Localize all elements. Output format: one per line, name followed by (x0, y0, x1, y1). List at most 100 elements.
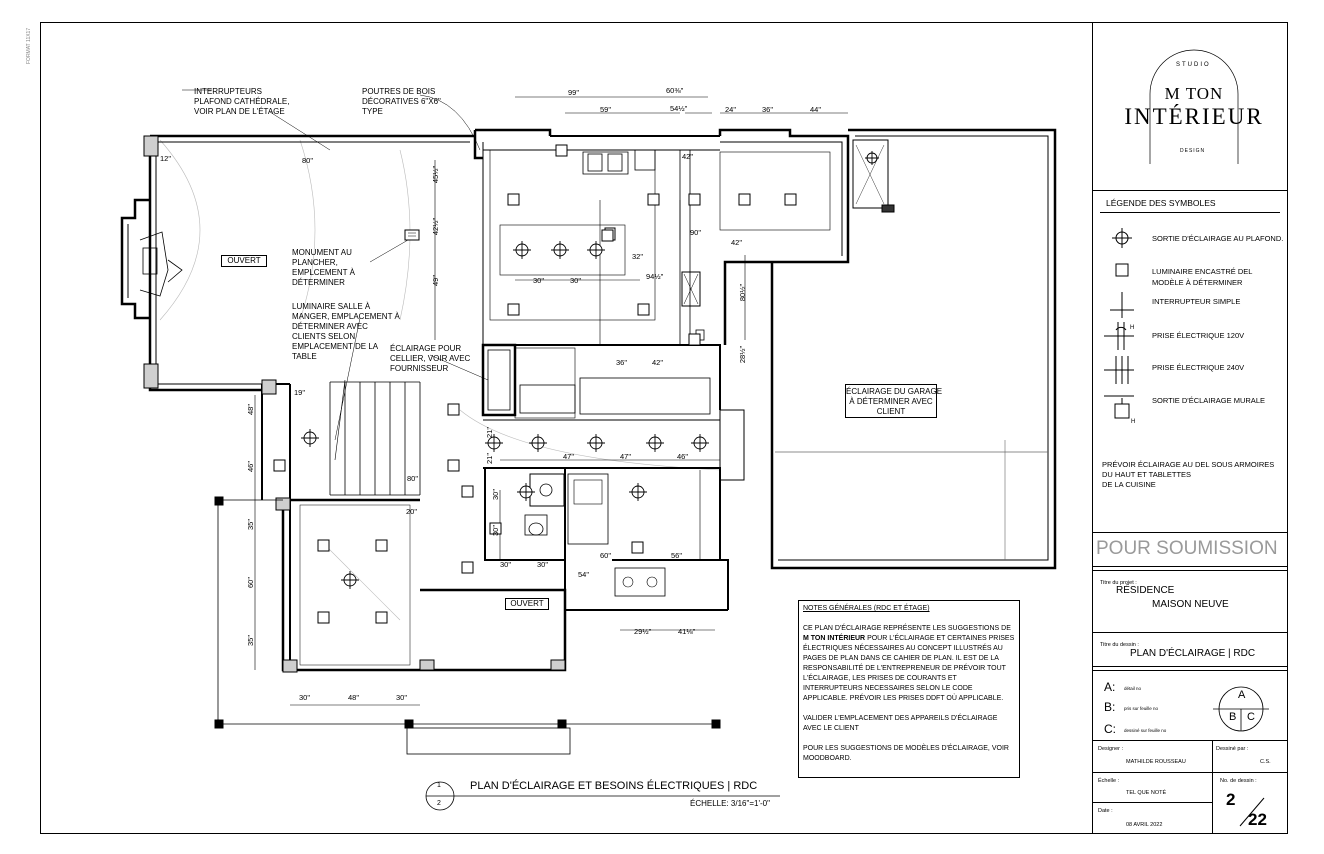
plan-scale: ÉCHELLE: 3/16"=1'-0" (690, 799, 770, 808)
svg-text:H: H (1131, 419, 1135, 425)
general-notes-box: NOTES GÉNÉRALES (RDC ET ÉTAGE) CE PLAN D… (798, 600, 1020, 778)
notes-para-1: CE PLAN D'ÉCLAIRAGE REPRÉSENTE LES SUGGE… (803, 625, 1015, 702)
dimension-label: 30" (570, 276, 582, 285)
label-ouvert-entry: OUVERT (505, 598, 549, 610)
dimension-label: 36" (616, 358, 628, 367)
dimension-label: 48" (246, 403, 256, 416)
date-label: Date : (1098, 808, 1113, 814)
dimension-label: 36" (762, 105, 774, 114)
legend-label-ceiling: SORTIE D'ÉCLAIRAGE AU PLAFOND. (1152, 234, 1284, 243)
dimension-label: 59" (600, 105, 612, 114)
plan-callout-bottom: 2 (437, 800, 441, 807)
section-key-icon (1213, 686, 1269, 732)
dimension-label: 24" (725, 105, 737, 114)
logo-studio: STUDIO (1176, 62, 1211, 68)
outlet-120v-icon (1104, 322, 1134, 350)
logo-design: DESIGN (1180, 148, 1206, 154)
dimension-label: 42" (652, 358, 664, 367)
key-b-text: pris sur feuille no (1124, 706, 1159, 711)
dimension-label: 80" (407, 474, 419, 483)
legend-note: PRÉVOIR ÉCLAIRAGE AU DEL SOUS ARMOIRES D… (1102, 460, 1275, 489)
dimension-label: 56" (671, 551, 683, 560)
notes-para-2: VALIDER L'EMPLACEMENT DES APPAREILS D'ÉC… (803, 715, 998, 732)
dimension-label: 49" (431, 274, 441, 287)
logo-line1: M TON (1164, 84, 1224, 103)
key-c-text: dessiné sur feuille no (1124, 728, 1167, 733)
dimension-label: 60" (600, 551, 612, 560)
scale-value: TEL QUE NOTÉ (1126, 790, 1167, 796)
dimension-label: 45½" (431, 165, 441, 184)
floor-plan (120, 89, 1057, 755)
drawing-label: Titre du dessin : (1100, 642, 1139, 648)
dimension-label: 54½" (670, 104, 688, 113)
project-line1: RÉSIDENCE (1116, 585, 1175, 596)
note-poutres: POUTRES DE BOIS DÉCORATIVES 6"X6" TYPE (362, 87, 441, 116)
key-b-letter: B: (1104, 700, 1116, 714)
dimension-label: 42" (731, 238, 743, 247)
notes-brand: M TON INTÉRIEUR (803, 635, 866, 642)
key-c-letter: C: (1104, 722, 1116, 736)
key-a-text: détail no (1124, 686, 1142, 691)
sheet-label: No. de dessin : (1220, 778, 1257, 784)
legend-icons: H H (1104, 228, 1135, 425)
drawing-frame (40, 22, 1288, 834)
dimension-label: 80½" (738, 283, 748, 302)
wall-outlet-icon (1104, 395, 1134, 419)
status-stamp: POUR SOUMISSION (1096, 538, 1278, 559)
legend-label-240v: PRISE ÉLECTRIQUE 240V (1152, 363, 1245, 372)
dimension-label: 80" (302, 156, 314, 165)
dimension-label: 20" (406, 507, 418, 516)
title-block (1092, 22, 1288, 834)
sheet-number: 2 (1226, 790, 1236, 809)
dimension-label: 41⅛" (678, 627, 696, 636)
logo-line2: INTÉRIEUR (1124, 104, 1264, 129)
drawing-title: PLAN D'ÉCLAIRAGE | RDC (1130, 648, 1256, 659)
dimension-label: 42½" (431, 217, 441, 236)
key-a-letter: A: (1104, 680, 1116, 694)
note-cellier: ÉCLAIRAGE POUR CELLIER, VOIR AVEC FOURNI… (390, 344, 471, 373)
legend-label-switch: INTERRUPTEUR SIMPLE (1152, 297, 1241, 306)
note-garage: ÉCLAIRAGE DU GARAGE À DÉTERMINER AVEC CL… (845, 384, 942, 418)
dimension-label: 21" (485, 426, 495, 439)
notes-title: NOTES GÉNÉRALES (RDC ET ÉTAGE) (803, 605, 930, 612)
dimension-label: 30" (491, 488, 501, 501)
note-interrupteurs: INTERRUPTEURS PLAFOND CATHÉDRALE, VOIR P… (194, 87, 290, 116)
dimension-label: 60⅜" (666, 86, 684, 95)
legend-label-120v: PRISE ÉLECTRIQUE 120V (1152, 331, 1245, 340)
dimension-label: 54" (578, 570, 590, 579)
dimension-label: 46" (246, 460, 256, 473)
recessed-light-icon (1115, 263, 1129, 277)
legend-label-wall: SORTIE D'ÉCLAIRAGE MURALE (1152, 396, 1265, 405)
label-ouvert-living: OUVERT (221, 255, 267, 267)
dimension-label: 99" (568, 88, 580, 97)
legend-title: LÉGENDE DES SYMBOLES (1106, 198, 1216, 208)
dimension-label: 48" (348, 693, 360, 702)
dimension-label: 30" (396, 693, 408, 702)
dimension-label: 60" (246, 576, 256, 589)
dimension-label: 90" (690, 228, 702, 237)
dimension-label: 12" (160, 154, 172, 163)
legend-label-recessed: LUMINAIRE ENCASTRÉ DEL MODÈLE À DÉTERMIN… (1152, 267, 1253, 287)
notes-para-3: POUR LES SUGGESTIONS DE MODÈLES D'ÉCLAIR… (803, 745, 1009, 762)
plan-callout-top: 1 (437, 782, 441, 789)
note-monument: MONUMENT AU PLANCHER, EMPLCEMENT À DÉTER… (292, 248, 355, 287)
project-label: Titre du projet : (1100, 580, 1137, 586)
note-luminaire-salle: LUMINAIRE SALLE À MANGER, EMPLACEMENT À … (292, 302, 400, 361)
key-circle-b: B (1229, 711, 1237, 723)
switch-icon (1110, 292, 1134, 318)
date-value: 08 AVRIL 2022 (1126, 822, 1163, 828)
plan-title-graphic (425, 781, 780, 811)
dimension-label: 30" (537, 560, 549, 569)
dimension-label: 47" (620, 452, 632, 461)
dimension-label: 29½" (634, 627, 652, 636)
ceiling-outlet-icon (1112, 228, 1132, 248)
sheet-number-slash (1239, 797, 1265, 827)
drawn-value: C.S. (1260, 759, 1271, 765)
dimension-label: 35" (246, 634, 256, 647)
dimension-label: 30" (491, 524, 501, 537)
dimension-label: 19" (294, 388, 306, 397)
dimension-label: 47" (563, 452, 575, 461)
drawn-label: Dessiné par : (1216, 746, 1249, 752)
dimension-label: 46" (677, 452, 689, 461)
logo-arch (1149, 49, 1239, 164)
